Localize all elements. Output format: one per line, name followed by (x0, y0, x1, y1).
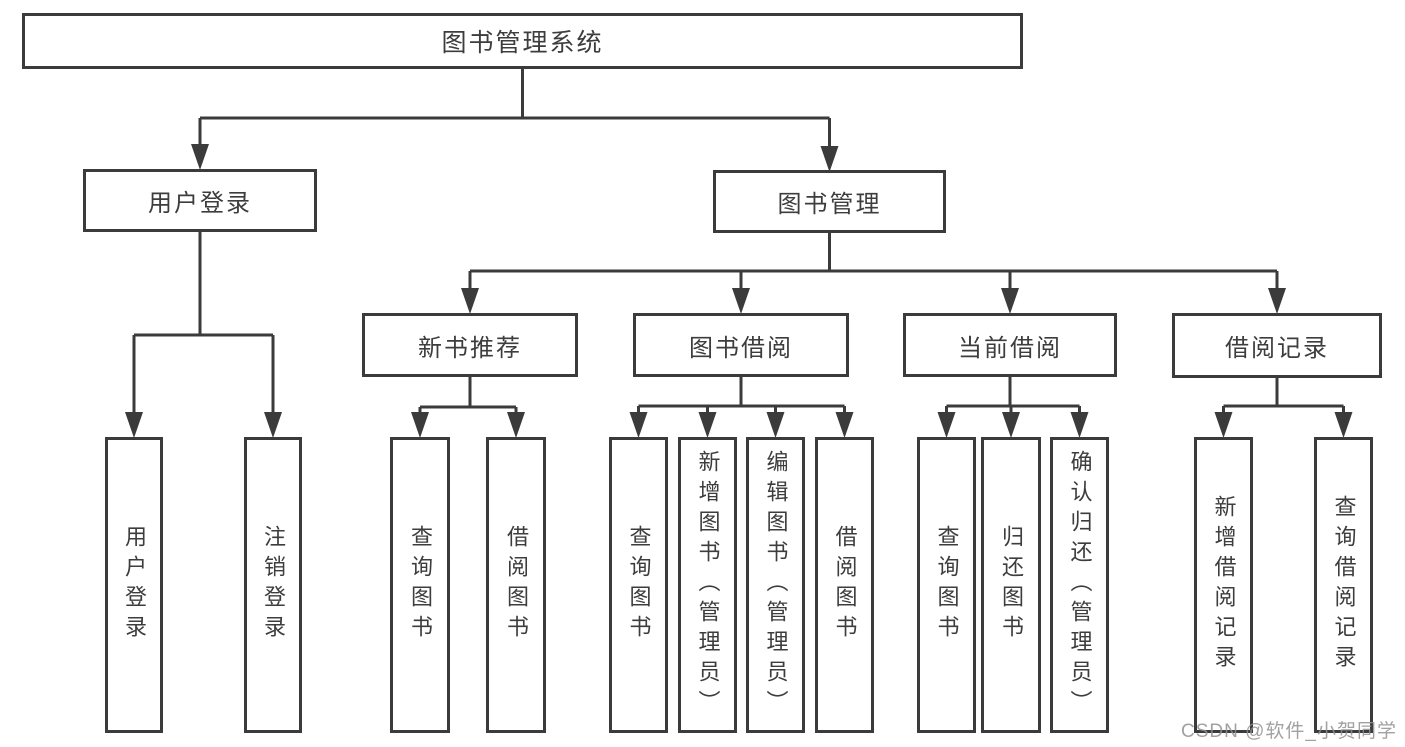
node-label: 当前借阅 (958, 334, 1062, 362)
leaf-return-book: 归还图书 (981, 437, 1041, 733)
node-label: 查询图书 (626, 525, 652, 645)
node-label: 借阅记录 (1225, 335, 1329, 362)
node-label: 归还图书 (999, 525, 1024, 645)
node-label: 注销登录 (261, 525, 286, 645)
node-new-book-recommend: 新书推荐 (362, 313, 578, 377)
leaf-user-login: 用户登录 (105, 437, 163, 733)
node-label: 新增图书（管理员） (695, 450, 721, 720)
arrowheads (125, 144, 1353, 438)
node-label: 编辑图书（管理员） (763, 450, 789, 720)
node-user-login: 用户登录 (83, 169, 317, 232)
node-label: 借阅图书 (504, 525, 529, 645)
node-label: 新书推荐 (418, 334, 522, 362)
leaf-borrow-books-recommend: 借阅图书 (486, 437, 546, 733)
leaf-add-book-admin: 新增图书（管理员） (678, 437, 737, 733)
node-label: 图书管理系统 (441, 29, 604, 57)
node-label: 查询图书 (408, 525, 433, 645)
node-library-management-system: 图书管理系统 (22, 13, 1023, 69)
leaf-query-books-recommend: 查询图书 (390, 437, 450, 733)
leaf-logout-login: 注销登录 (244, 437, 302, 733)
leaf-query-borrow-record: 查询借阅记录 (1314, 437, 1373, 733)
leaf-add-borrow-record: 新增借阅记录 (1194, 437, 1253, 733)
node-current-borrow: 当前借阅 (903, 313, 1117, 377)
leaf-borrow-books: 借阅图书 (815, 437, 874, 733)
node-book-borrow: 图书借阅 (633, 313, 849, 377)
node-label: 查询借阅记录 (1331, 495, 1357, 675)
node-label: 用户登录 (122, 525, 147, 645)
node-label: 借阅图书 (832, 525, 858, 645)
leaf-confirm-return-admin: 确认归还（管理员） (1050, 437, 1109, 733)
csdn-watermark: CSDN @软件_小贺同学 (1181, 721, 1397, 742)
node-label: 确认归还（管理员） (1067, 450, 1093, 720)
node-borrow-record: 借阅记录 (1172, 313, 1382, 378)
node-book-management: 图书管理 (713, 170, 946, 233)
node-label: 图书管理 (777, 191, 882, 218)
leaf-query-books-current: 查询图书 (917, 437, 976, 733)
leaf-edit-book-admin: 编辑图书（管理员） (746, 437, 805, 733)
node-label: 查询图书 (934, 525, 960, 645)
leaf-query-books-borrow: 查询图书 (609, 437, 668, 733)
node-label: 图书借阅 (689, 334, 793, 362)
node-label: 新增借阅记录 (1211, 495, 1237, 675)
node-label: 用户登录 (148, 190, 252, 217)
